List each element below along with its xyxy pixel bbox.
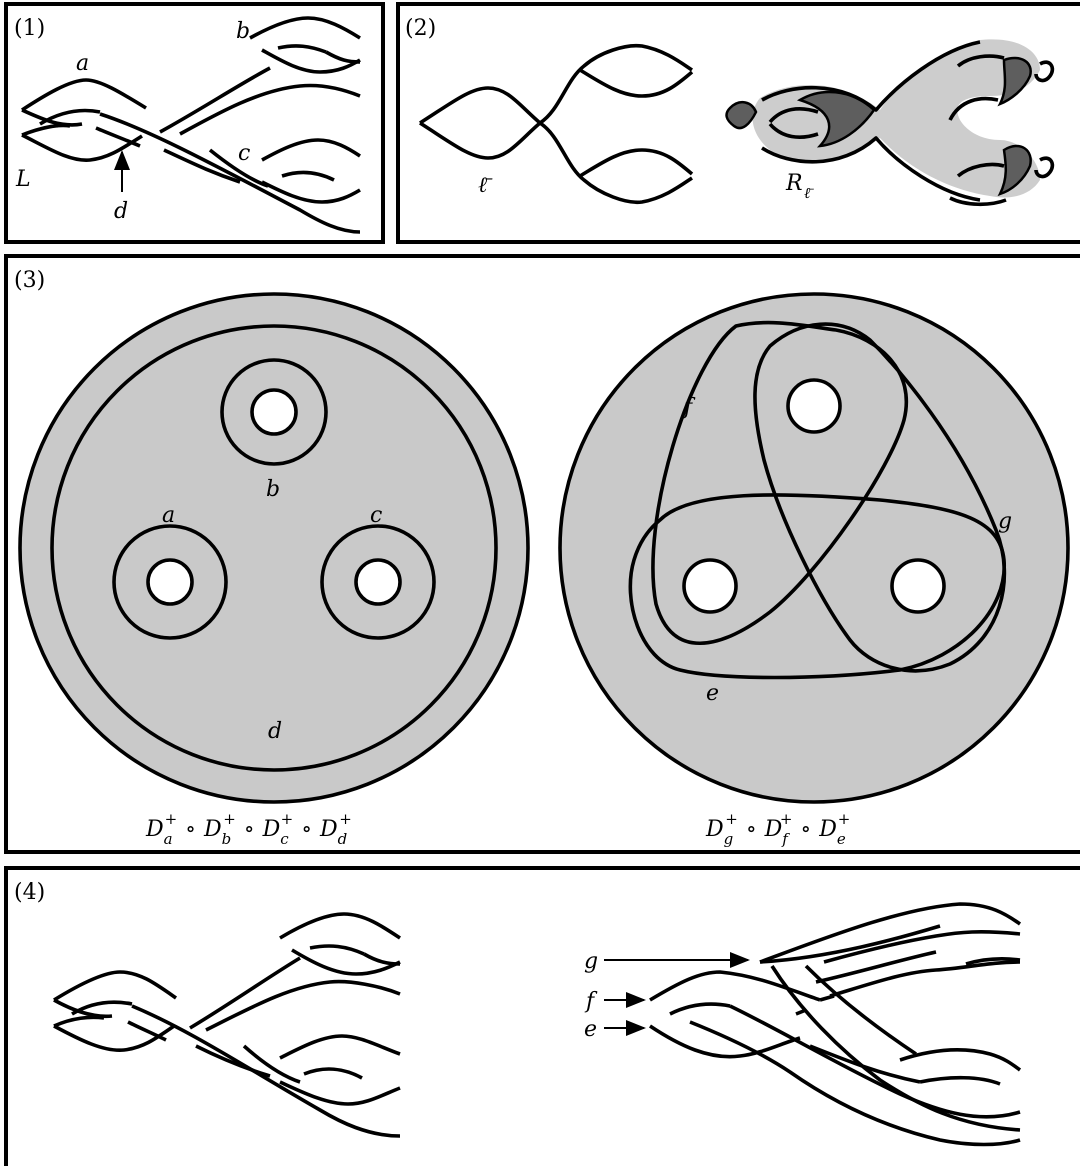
p4-label-f: f [584,989,598,1014]
panel-3-frame [4,254,1080,854]
panel-2-lbar-front [419,43,694,205]
svg-text:Da+∘Db+∘Dc+∘Dd+: Da+∘Db+∘Dc+∘Dd+ [145,810,352,848]
left-caption: Da+∘Db+∘Dc+∘Dd+ [145,810,352,848]
panel-1-frame [4,2,385,244]
label-b: b [236,19,250,44]
left-label-d: d [268,719,282,744]
p4-label-e: e [584,1017,597,1042]
label-d: d [114,199,128,224]
panel-2-tag: (2) [405,16,436,41]
label-lbar: ℓ̄ [478,173,493,198]
left-label-c: c [370,503,382,528]
panel-1-front-diagram [21,16,361,234]
panel-4-frame [4,866,1080,1166]
label-R-subscript: ℓ̄ [804,184,814,202]
label-a: a [76,51,89,76]
panel-2-ribbon-surface [725,39,1055,207]
right-label-e: e [706,681,719,706]
panel-4-left-front [53,912,401,1138]
right-caption: Dg+∘Df+∘De+ [705,810,850,848]
panel-3-tag: (3) [14,268,45,293]
hole-left [682,558,738,614]
panel-1-tag: (1) [14,16,45,41]
panel-4-right-front [649,902,1022,1147]
panel-2-frame [396,2,1080,244]
hole-top [786,378,842,434]
label-L: L [15,167,31,192]
left-label-b: b [266,477,280,502]
hole-b [250,388,298,436]
left-label-a: a [162,503,175,528]
right-label-g: g [998,509,1012,534]
label-c: c [238,141,250,166]
p4-label-g: g [584,949,598,974]
svg-text:Dg+∘Df+∘De+: Dg+∘Df+∘De+ [705,810,850,848]
panel-3-left-surface [18,292,530,804]
panel-4-tag: (4) [14,880,45,905]
hole-c [354,558,402,606]
panel-3-right-surface [558,292,1070,804]
hole-a [146,558,194,606]
hole-right [890,558,946,614]
label-R: R [785,171,803,196]
